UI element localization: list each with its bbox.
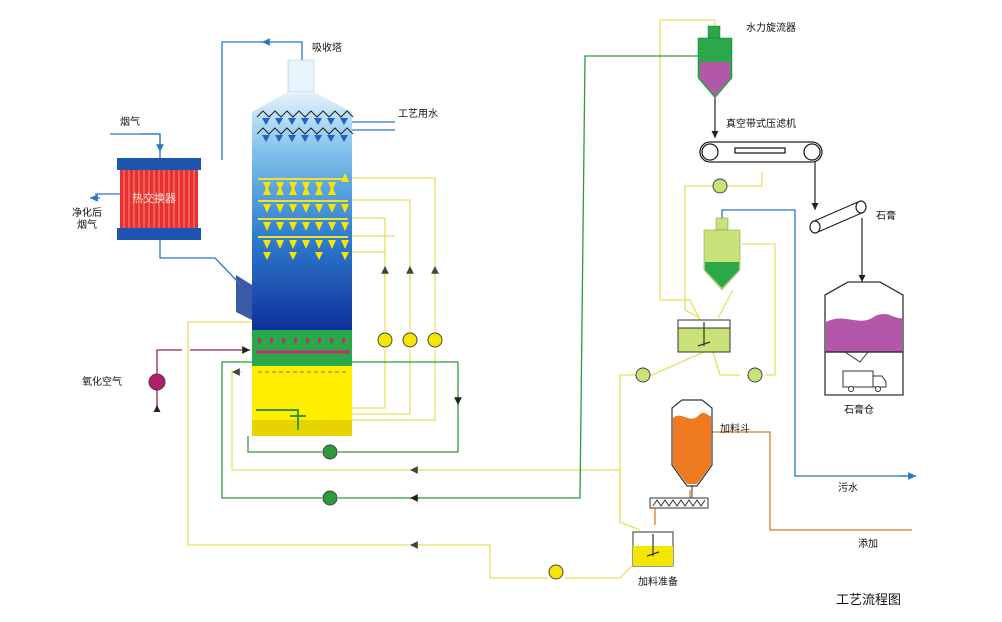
label-additive: 添加 [858, 539, 878, 550]
feed-preparation-tank [632, 531, 674, 567]
gypsum-pump [322, 490, 338, 506]
spray-nozzles [258, 173, 349, 260]
truck-icon [842, 370, 887, 392]
blue-pipes [90, 38, 916, 480]
recirc-pump-2 [402, 332, 418, 348]
recirc-pump-1 [377, 332, 393, 348]
pumps [148, 178, 763, 580]
vacuum-belt-filter [699, 141, 823, 163]
feed-hopper [671, 399, 713, 487]
label-absorber: 吸收塔 [312, 43, 342, 54]
filtrate-pump-3 [747, 367, 763, 383]
yellow-pipes [187, 19, 776, 579]
filtrate-pump-2 [635, 367, 651, 383]
label-flue-gas: 烟气 [120, 117, 140, 128]
label-hopper: 加料斗 [720, 424, 750, 435]
screw-feeder [649, 486, 709, 509]
label-gypsum-silo: 石膏仓 [844, 405, 874, 416]
feed-pump [548, 564, 564, 580]
label-clean-flue-gas-1: 净化后 [72, 208, 102, 219]
filtrate-tank [677, 319, 731, 353]
green-pipes [221, 55, 700, 502]
diagram-title: 工艺流程图 [836, 593, 902, 608]
heat-exchanger [117, 158, 201, 240]
black-lines [153, 98, 866, 413]
oxidation-air-pipe [156, 346, 250, 412]
label-gypsum: 石膏 [876, 211, 896, 222]
label-oxidation-air: 氧化空气 [82, 377, 122, 388]
label-heat-exchanger: 热交换器 [132, 192, 176, 205]
secondary-cyclone [703, 217, 741, 291]
bleed-pump [322, 444, 338, 460]
recirc-pump-3 [427, 332, 443, 348]
label-process-water: 工艺用水 [398, 109, 438, 120]
oxidation-air-blower [148, 373, 166, 391]
absorber-tower [236, 59, 354, 436]
filtrate-pump-1 [712, 178, 728, 194]
label-vacuum-belt-filter: 真空带式压滤机 [726, 119, 796, 130]
hydrocyclone [697, 25, 733, 99]
gypsum-silo [824, 281, 904, 396]
gypsum-conveyor [809, 200, 867, 234]
label-clean-flue-gas-2: 烟气 [77, 220, 97, 231]
label-wastewater: 污水 [838, 483, 858, 494]
label-hydrocyclone: 水力旋流器 [746, 23, 796, 34]
label-feed-preparation: 加料准备 [638, 577, 678, 588]
